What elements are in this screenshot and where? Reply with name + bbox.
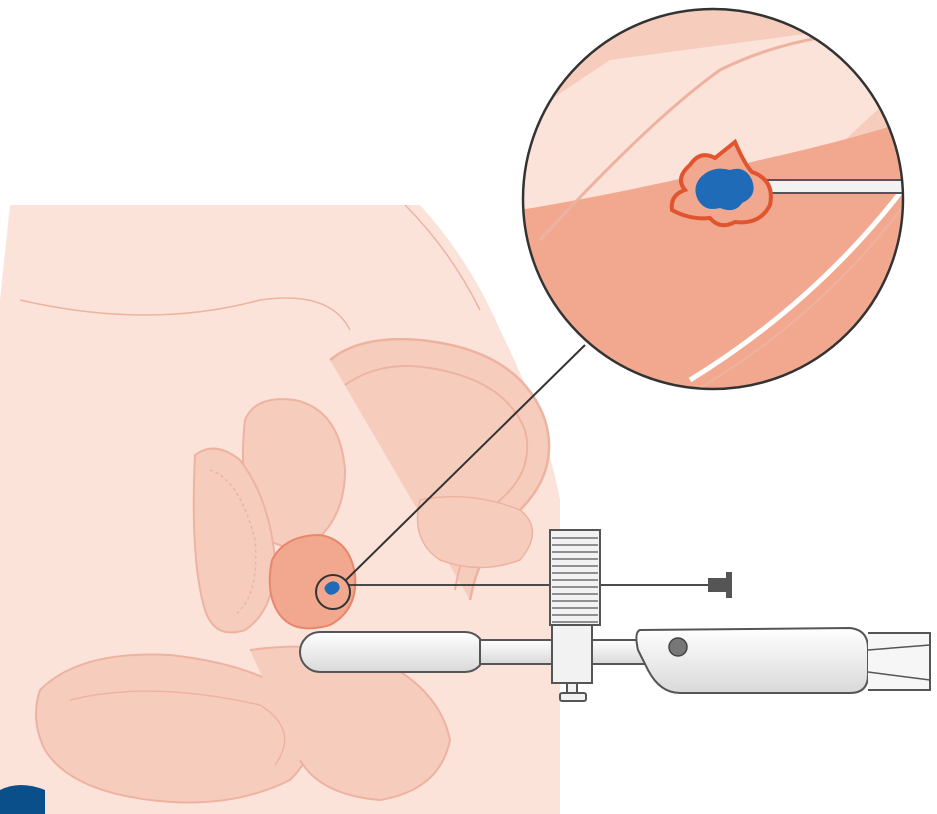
perineum-inner <box>69 690 286 766</box>
seed-marker <box>324 581 340 595</box>
zoom-capsule-line-outer <box>699 189 903 389</box>
template-knob-stem <box>566 682 578 694</box>
back-contour <box>404 204 481 311</box>
zoom-circle-border <box>521 7 905 391</box>
needle-assembly <box>348 572 732 598</box>
seminal-vesicle <box>416 495 534 569</box>
zoom-inset <box>521 7 905 391</box>
zoom-source-circle <box>315 574 351 610</box>
zoom-seed-cluster <box>695 168 754 211</box>
probe-rod <box>299 631 486 673</box>
template-grid <box>549 529 601 702</box>
pubic-bone-inner <box>209 469 257 616</box>
pelvic-anatomy <box>0 204 560 814</box>
abdominal-contour <box>19 297 351 331</box>
needle-stopper <box>726 572 732 598</box>
needle-hub <box>708 578 726 592</box>
zoom-capsule-line <box>688 178 903 383</box>
probe-button <box>668 637 688 657</box>
pubic-bone <box>192 447 277 634</box>
probe-handle <box>635 626 869 694</box>
probe-cable <box>868 632 931 691</box>
prostate <box>268 533 357 630</box>
perineum-structure <box>35 653 314 804</box>
template-clamp <box>551 624 593 684</box>
corner-accent <box>0 785 45 814</box>
ultrasound-probe-assembly <box>299 529 931 702</box>
zoom-leader-line <box>345 344 586 581</box>
template-knob <box>559 692 587 702</box>
